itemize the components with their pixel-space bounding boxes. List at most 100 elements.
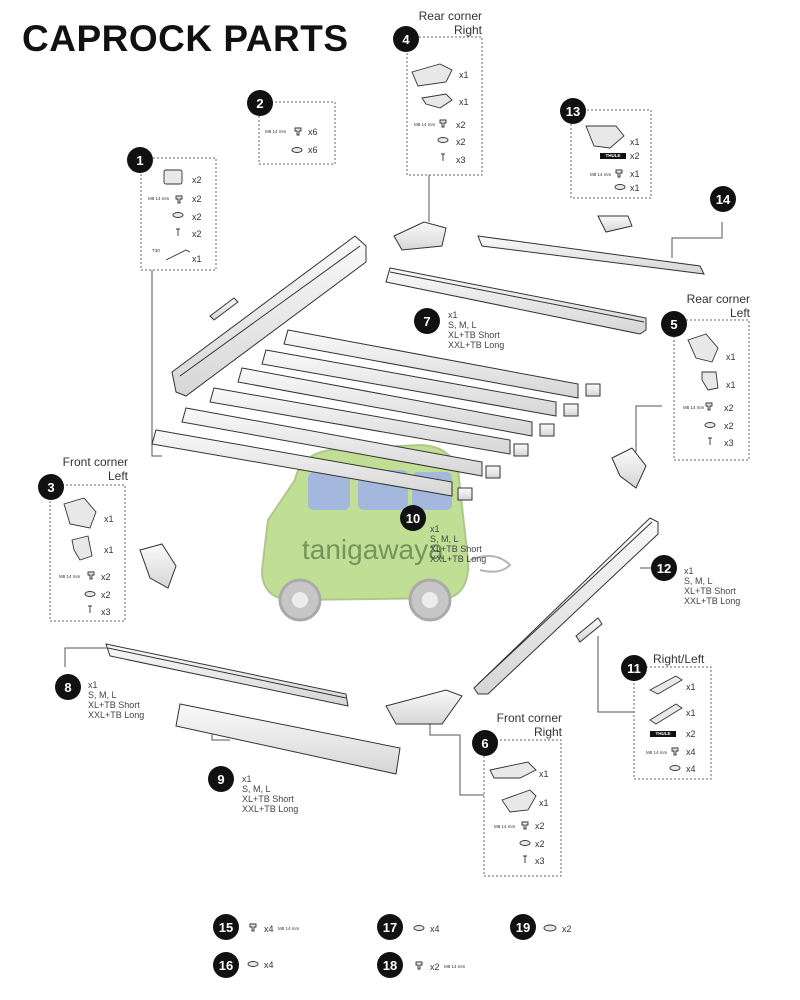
bolt-spec: M8 14 mm [646, 750, 668, 755]
label-line: Right [533, 725, 562, 739]
qty: x1 [539, 769, 549, 779]
qty: x2 [535, 821, 545, 831]
part-badge-17: 17 [377, 914, 403, 940]
hardware-icons [63, 63, 719, 970]
bolt-spec: M8 14 mm [265, 129, 287, 134]
size-line: S, M, L [684, 576, 713, 586]
sizes-part-8: x1 S, M, L XL+TB Short XXL+TB Long [88, 680, 144, 720]
qty: x3 [535, 856, 545, 866]
part-badge-10: 10 [400, 505, 426, 531]
size-line: XL+TB Short [684, 586, 736, 596]
qty: x1 [104, 545, 114, 555]
qty: x2 [456, 120, 466, 130]
qty: x1 [630, 169, 640, 179]
size-line: x1 [430, 524, 440, 534]
qty: x2 [430, 962, 440, 972]
part-badge-16: 16 [213, 952, 239, 978]
size-line: XL+TB Short [242, 794, 294, 804]
size-line: x1 [242, 774, 252, 784]
sizes-part-12: x1 S, M, L XL+TB Short XXL+TB Long [684, 566, 740, 606]
part-badge-5: 5 [661, 311, 687, 337]
bolt-spec: M8 14 mm [590, 172, 612, 177]
qty: x4 [686, 764, 696, 774]
label-line: Right [453, 23, 482, 37]
qty: x2 [724, 421, 734, 431]
size-line: S, M, L [88, 690, 117, 700]
qty: x6 [308, 145, 318, 155]
label-rear-corner-right: Rear corner Right [400, 9, 482, 37]
sizes-part-10: x1 S, M, L XL+TB Short XXL+TB Long [430, 524, 486, 564]
qty: x1 [726, 380, 736, 390]
part-badge-13: 13 [560, 98, 586, 124]
sizes-part-7: x1 S, M, L XL+TB Short XXL+TB Long [448, 310, 504, 350]
part-badge-19: 19 [510, 914, 536, 940]
size-line: XXL+TB Long [684, 596, 741, 606]
part-badge-18: 18 [377, 952, 403, 978]
qty: x1 [459, 70, 469, 80]
torx-spec: T30 [152, 248, 160, 253]
size-line: XXL+TB Long [242, 804, 299, 814]
qty: x4 [264, 960, 274, 970]
label-line: Front corner [62, 455, 128, 469]
qty: x2 [192, 229, 202, 239]
qty: x2 [192, 194, 202, 204]
brand-tag: THULE [650, 731, 676, 737]
size-line: XXL+TB Long [88, 710, 145, 720]
part-badge-1: 1 [127, 147, 153, 173]
size-line: S, M, L [430, 534, 459, 544]
page-title: CAPROCK PARTS [22, 18, 349, 59]
qty: x3 [724, 438, 734, 448]
qty: x2 [630, 151, 640, 161]
qty: x2 [101, 590, 111, 600]
label-line: Left [107, 469, 128, 483]
part-boxes [49, 36, 750, 877]
label-right-left: Right/Left [653, 652, 705, 666]
size-line: S, M, L [448, 320, 477, 330]
label-line: Left [729, 306, 750, 320]
rail-parts [105, 215, 705, 775]
size-line: XXL+TB Long [430, 554, 487, 564]
qty: x2 [724, 403, 734, 413]
qty: x1 [630, 183, 640, 193]
qty: x4 [264, 924, 274, 934]
bolt-spec: M8 14 mm [683, 405, 705, 410]
qty: x6 [308, 127, 318, 137]
size-line: x1 [684, 566, 694, 576]
bolt-spec: M8 14 mm [278, 926, 300, 931]
bolt-spec: M8 14 mm [444, 964, 466, 969]
qty: x1 [459, 97, 469, 107]
part-badge-12: 12 [651, 555, 677, 581]
size-line: XL+TB Short [448, 330, 500, 340]
size-line: S, M, L [242, 784, 271, 794]
qty: x1 [539, 798, 549, 808]
part-badge-6: 6 [472, 730, 498, 756]
part-badge-14: 14 [710, 186, 736, 212]
size-line: XL+TB Short [88, 700, 140, 710]
label-front-corner-left: Front corner Left [40, 455, 128, 483]
label-front-corner-right: Front corner Right [470, 711, 562, 739]
qty: x1 [630, 137, 640, 147]
bolt-spec: M8 14 mm [494, 824, 516, 829]
qty: x1 [192, 254, 202, 264]
part-badge-7: 7 [414, 308, 440, 334]
part-badge-3: 3 [38, 474, 64, 500]
size-line: XXL+TB Long [448, 340, 505, 350]
bolt-spec: M8 14 mm [148, 196, 170, 201]
brand-tag: THULE [600, 153, 626, 159]
qty: x2 [101, 572, 111, 582]
qty: x2 [535, 839, 545, 849]
part-badge-15: 15 [213, 914, 239, 940]
qty: x2 [456, 137, 466, 147]
watermark-text: tanigawaya [302, 534, 444, 565]
part-badge-4: 4 [393, 26, 419, 52]
qty: x2 [562, 924, 572, 934]
label-line: Rear corner [418, 9, 482, 23]
part-badge-11: 11 [621, 655, 647, 681]
qty: x2 [192, 175, 202, 185]
label-line: Rear corner [686, 292, 750, 306]
size-line: XL+TB Short [430, 544, 482, 554]
qty: x3 [456, 155, 466, 165]
qty: x4 [686, 747, 696, 757]
part-badge-2: 2 [247, 90, 273, 116]
